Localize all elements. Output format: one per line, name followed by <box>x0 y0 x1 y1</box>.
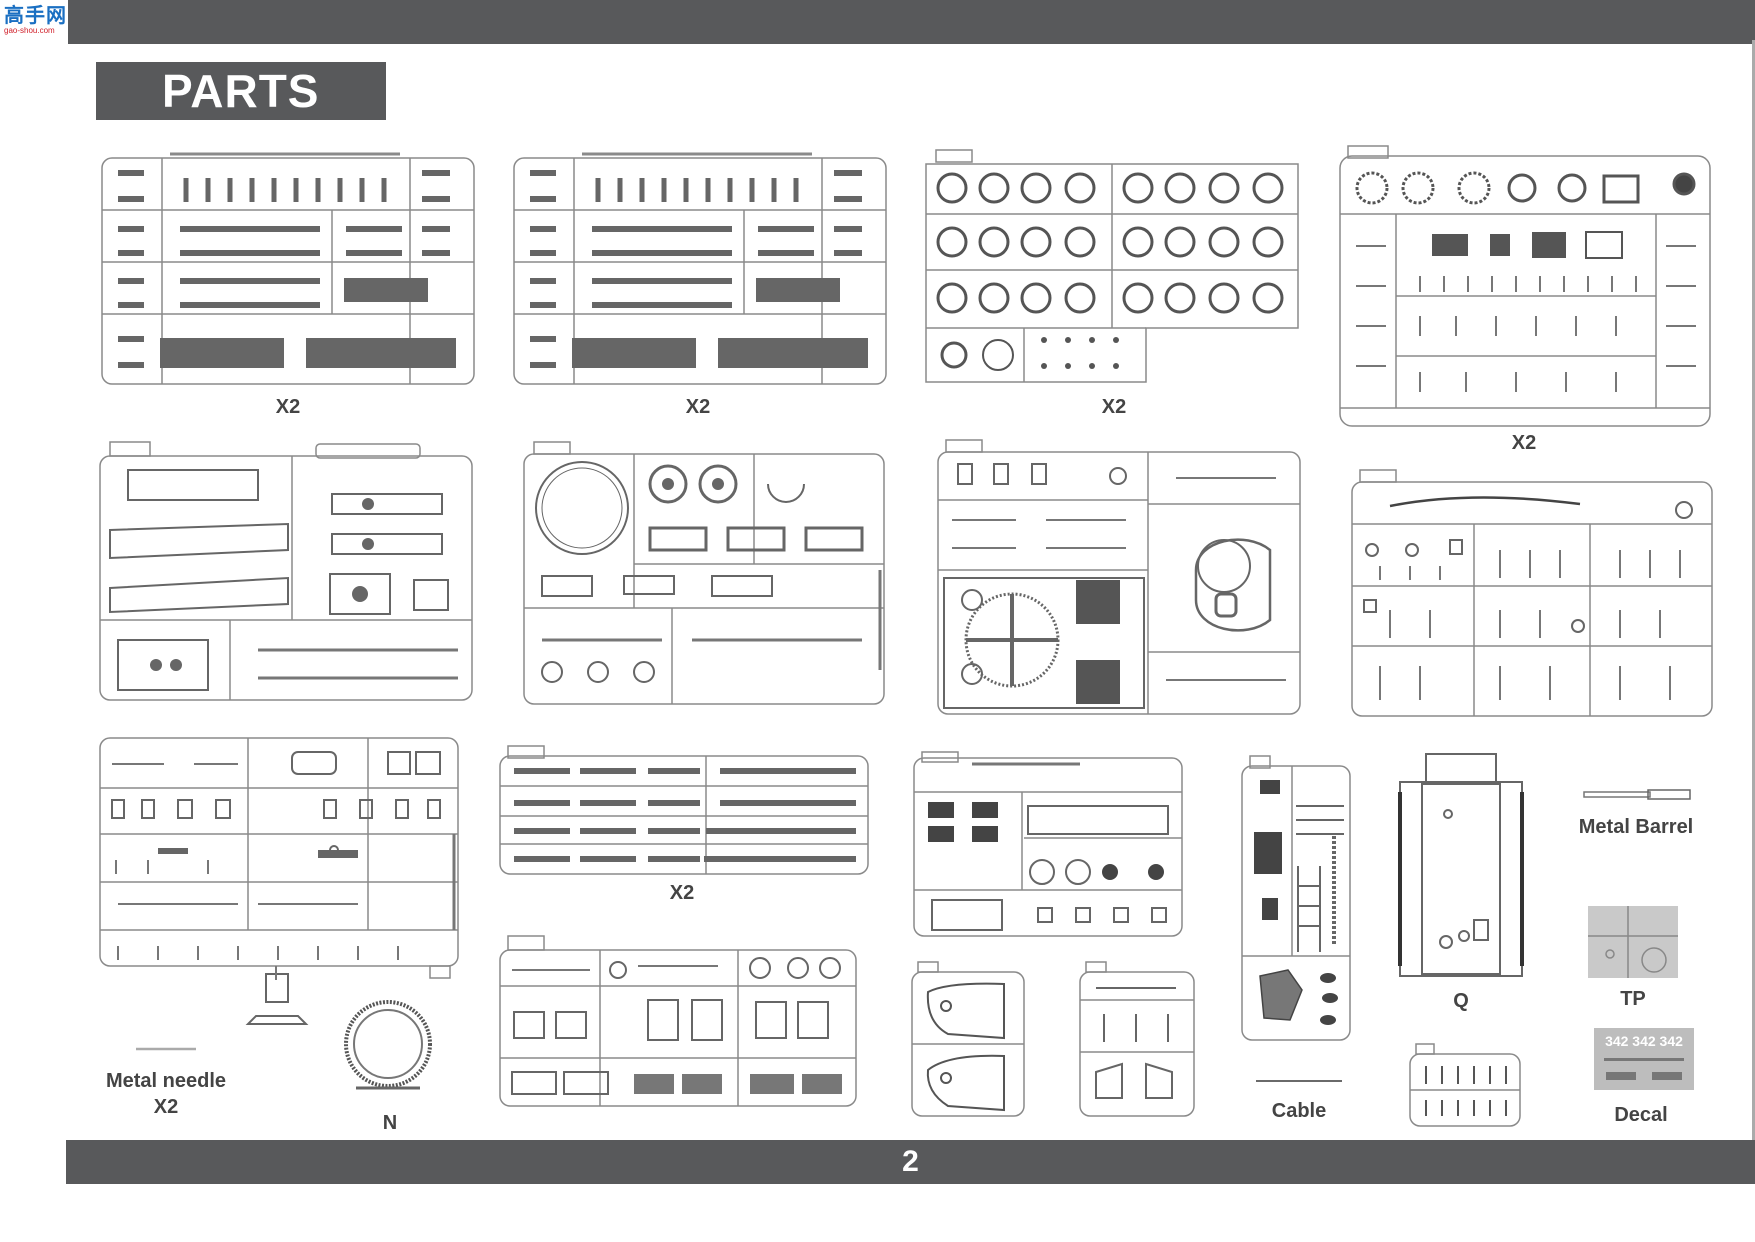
sprue-e <box>1339 145 1711 427</box>
sprue-f-qty: X2 <box>669 882 695 904</box>
sprue-v <box>1409 1043 1521 1127</box>
part-tp-label: TP <box>1620 988 1646 1010</box>
decal-numbers: 342 342 342 <box>1605 1033 1683 1049</box>
footer-bar <box>66 1140 1755 1184</box>
metal-needle-label: Metal needle <box>105 1070 227 1092</box>
decal-sheet: 342 342 342 <box>1594 1028 1694 1090</box>
sprue-d <box>925 149 1299 383</box>
cable-label: Cable <box>1271 1100 1327 1122</box>
metal-needle <box>136 1047 196 1051</box>
decal-label: Decal <box>1614 1104 1668 1126</box>
page-number: 2 <box>902 1145 919 1178</box>
sprue-g <box>99 441 473 701</box>
metal-needle-qty: X2 <box>153 1096 179 1118</box>
page-title: PARTS <box>162 65 320 117</box>
sprue-l <box>499 935 857 1107</box>
sprue-h <box>99 737 459 1025</box>
metal-barrel-label: Metal Barrel <box>1578 816 1694 838</box>
sprue-j <box>1351 469 1713 717</box>
sprue-t <box>523 441 885 705</box>
sprue-l-small <box>1079 961 1195 1117</box>
logo-text: 高手网 <box>4 3 67 27</box>
sprue-f <box>499 745 869 875</box>
header-bar <box>68 0 1755 44</box>
title-box <box>96 62 386 120</box>
sprue-k <box>911 961 1025 1117</box>
sprue-k-upper <box>913 751 1183 937</box>
sprue-b-qty: X2 <box>685 396 711 418</box>
metal-barrel <box>1583 789 1691 800</box>
part-tp <box>1588 906 1678 978</box>
sprue-a-qty: X2 <box>275 396 301 418</box>
sprue-y <box>1241 755 1351 1041</box>
part-q-label: Q <box>1453 990 1469 1012</box>
sprue-r <box>937 439 1301 715</box>
sprue-e-qty: X2 <box>1511 432 1537 454</box>
sprue-d-qty: X2 <box>1101 396 1127 418</box>
part-n-label: N <box>382 1112 398 1134</box>
part-n-ring <box>344 1000 432 1090</box>
part-q <box>1398 753 1524 977</box>
page-edge <box>1752 40 1755 1140</box>
sprue-a <box>101 152 475 385</box>
brand-logo: 高手网 gao-shou.com <box>4 4 68 40</box>
cable <box>1256 1080 1342 1082</box>
sprue-b <box>513 152 887 385</box>
logo-url: gao-shou.com <box>4 26 55 35</box>
